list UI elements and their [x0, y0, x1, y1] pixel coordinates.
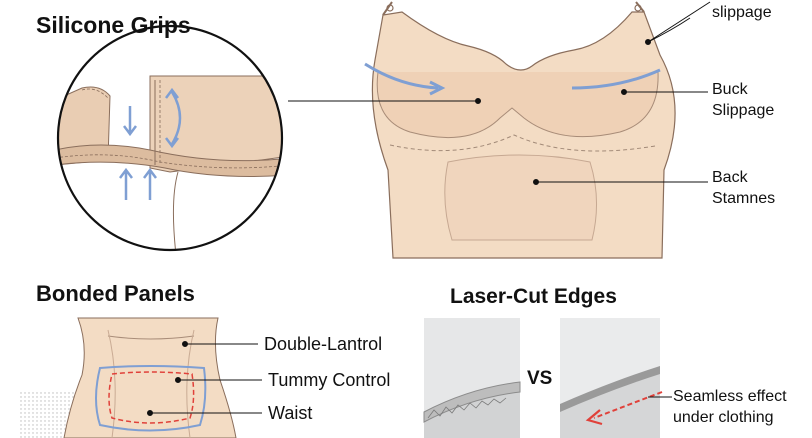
vs-label: VS: [527, 368, 553, 389]
down-arrow: [123, 106, 137, 137]
waist-callouts: [147, 341, 262, 416]
edge-compare-right: [560, 318, 672, 438]
label-seamless-effect: Seamless effect under clothing: [673, 388, 787, 426]
bodysuit-illustration: [364, 1, 691, 259]
tummy-panel-red: [108, 371, 195, 424]
seamless-arrow: [593, 391, 663, 419]
underbust-seam: [389, 134, 656, 152]
up-arrow-1: [119, 167, 133, 200]
up-arrow-2: [143, 167, 157, 200]
grip-arrow-left: [364, 62, 439, 90]
bodysuit-callouts: [288, 1, 711, 185]
section-title-laser-cut-edges: Laser-Cut Edges: [450, 285, 617, 308]
grip-arrow-left-head: [429, 80, 446, 96]
label-back-stamnes: Back Stamnes: [712, 169, 776, 207]
tummy-panel-blue: [95, 365, 207, 432]
grip-arrow-right: [571, 68, 661, 90]
label-double-lantrol: Double-Lantrol: [264, 334, 383, 354]
right-strap: [635, 1, 645, 13]
edge-compare-left: [423, 318, 521, 438]
label-slippage: slippage: [712, 4, 772, 21]
back-panel: [444, 154, 598, 241]
waist-illustration: [20, 317, 237, 438]
right-strap-ring: [634, 4, 642, 12]
curved-arrow: [165, 87, 182, 149]
section-title-silicone-grips: Silicone Grips: [36, 12, 191, 38]
label-tummy-control: Tummy Control: [268, 370, 391, 390]
grip-zoom-circle: [56, 24, 284, 252]
label-waist: Waist: [268, 403, 313, 423]
left-strap-ring: [386, 4, 394, 12]
label-buck-slippage: Buck Slippage: [712, 81, 775, 119]
section-title-bonded-panels: Bonded Panels: [36, 281, 195, 306]
